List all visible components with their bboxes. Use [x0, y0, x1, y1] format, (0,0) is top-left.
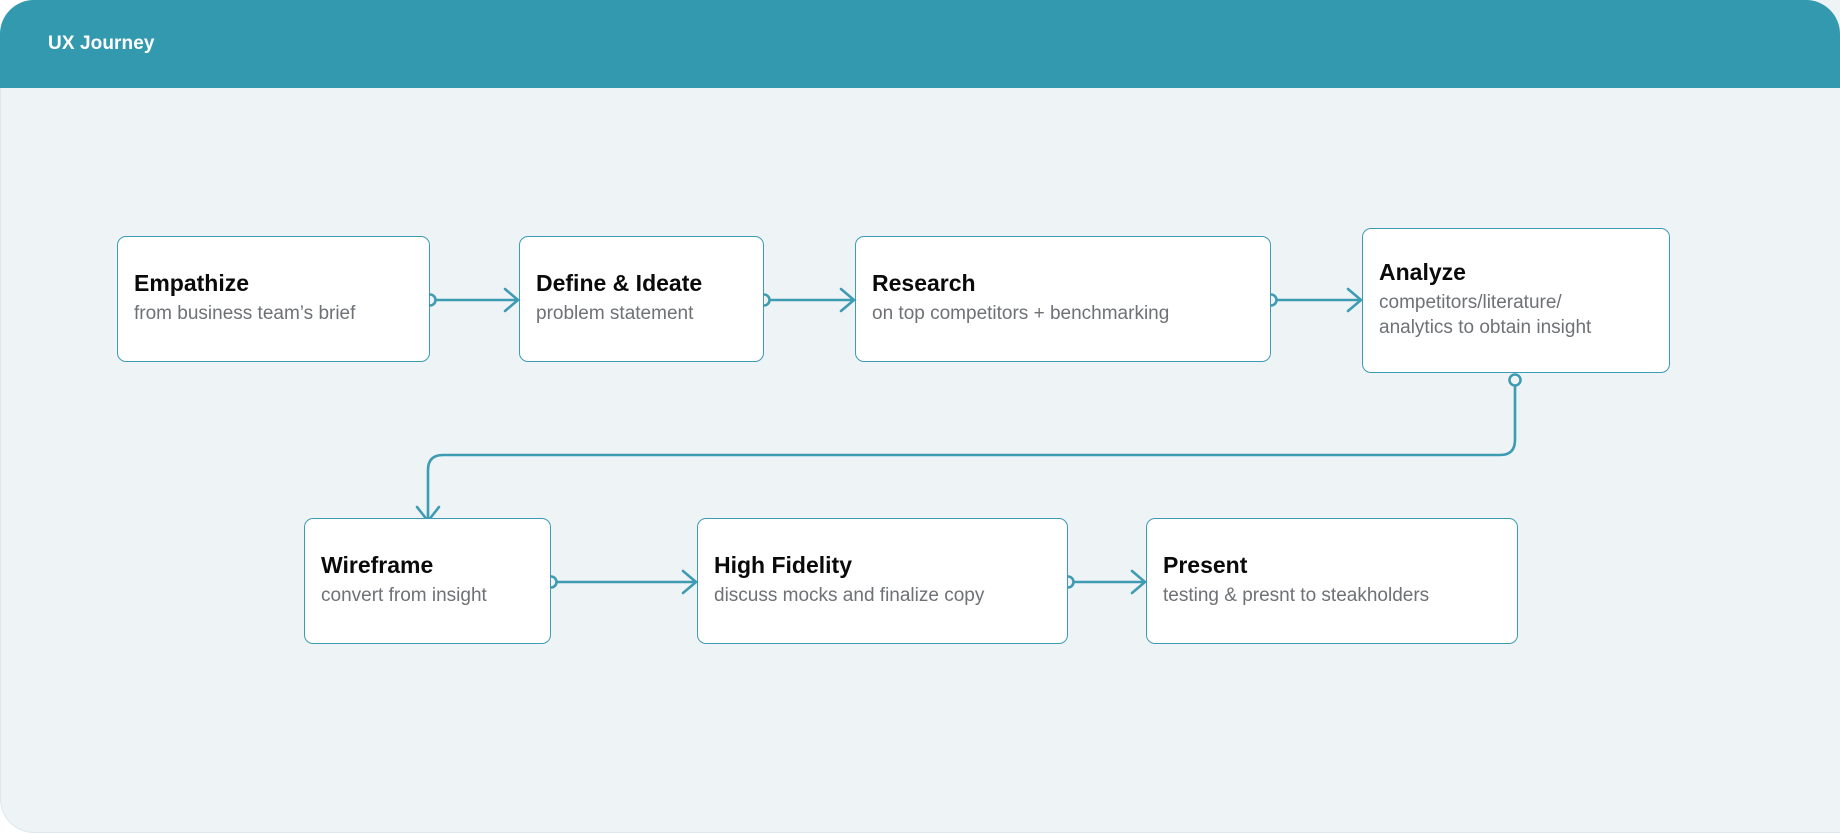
- node-title: Research: [872, 269, 976, 296]
- node-present[interactable]: Present testing & presnt to steakholders: [1146, 518, 1518, 644]
- node-title: Wireframe: [321, 551, 434, 578]
- node-subtitle: discuss mocks and finalize copy: [714, 584, 985, 606]
- node-title: Define & Ideate: [536, 269, 703, 296]
- header-bar: UX Journey: [0, 0, 1840, 88]
- page-title: UX Journey: [48, 33, 155, 54]
- node-subtitle: convert from insight: [321, 584, 487, 606]
- node-subtitle: problem statement: [536, 302, 694, 324]
- node-subtitle: testing & presnt to steakholders: [1163, 584, 1430, 606]
- node-title: High Fidelity: [714, 551, 852, 578]
- edge-wireframe-to-highfidelity: [544, 569, 698, 595]
- node-title: Empathize: [134, 269, 250, 296]
- node-subtitle: competitors/literature/ analytics to obt…: [1379, 292, 1592, 338]
- node-wireframe[interactable]: Wireframe convert from insight: [304, 518, 551, 644]
- edge-highfidelity-to-present: [1061, 569, 1147, 595]
- node-empathize[interactable]: Empathize from business team’s brief: [117, 236, 430, 362]
- edge-research-to-analyze: [1264, 287, 1363, 313]
- node-subtitle: on top competitors + benchmarking: [872, 302, 1170, 324]
- node-analyze[interactable]: Analyze competitors/literature/ analytic…: [1362, 228, 1670, 373]
- node-title: Present: [1163, 551, 1248, 578]
- node-research[interactable]: Research on top competitors + benchmarki…: [855, 236, 1271, 362]
- edge-analyze-to-wireframe: [415, 373, 1522, 523]
- node-define-and-ideate[interactable]: Define & Ideate problem statement: [519, 236, 764, 362]
- node-high-fidelity[interactable]: High Fidelity discuss mocks and finalize…: [697, 518, 1068, 644]
- edge-define-to-research: [757, 287, 856, 313]
- edge-empathize-to-define: [423, 287, 520, 313]
- node-title: Analyze: [1379, 259, 1466, 286]
- node-subtitle: from business team’s brief: [134, 302, 356, 324]
